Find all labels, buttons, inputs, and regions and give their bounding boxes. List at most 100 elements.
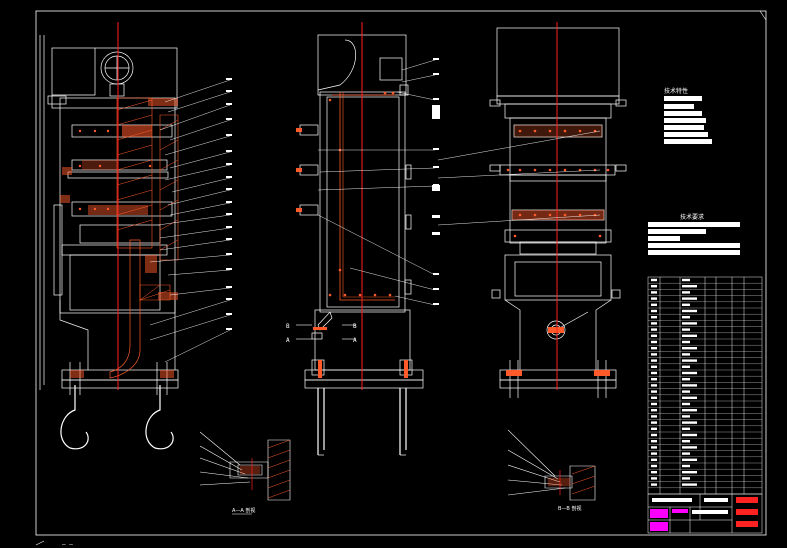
title-block-fills: [650, 497, 758, 531]
parts-row-text: [682, 353, 690, 356]
right-view-details: [506, 125, 610, 376]
parts-row-number: [651, 347, 657, 350]
parts-row-number: [651, 303, 657, 306]
tech-requirements-title: 技术要求: [680, 213, 704, 221]
left-leaders: [149, 79, 231, 363]
parts-row-number: [651, 402, 657, 406]
parts-row-text: [682, 421, 697, 424]
section-a-left: A: [286, 337, 290, 344]
parts-row-number: [651, 328, 657, 331]
parts-row-text: [682, 415, 690, 418]
parts-row-number: [651, 316, 657, 319]
parts-row-text: [682, 458, 697, 461]
parts-row-text: [682, 427, 690, 430]
parts-row-text: [682, 384, 697, 387]
parts-row-text: [682, 334, 697, 337]
detail-a-hatch: [239, 439, 291, 499]
origin-mark: [35, 540, 45, 546]
tech-requirements-text: [648, 222, 740, 255]
parts-row-text: [682, 396, 697, 399]
parts-row-number: [651, 483, 657, 486]
parts-row-number: [651, 415, 657, 418]
parts-row-text: [682, 297, 697, 300]
parts-row-text: [682, 359, 697, 362]
parts-row-number: [651, 309, 657, 313]
parts-row-number: [651, 458, 657, 461]
parts-row-number: [651, 396, 657, 399]
parts-row-text: [682, 452, 690, 455]
section-b-left: B: [286, 323, 290, 330]
parts-row-number: [651, 371, 657, 375]
parts-row-number: [651, 421, 657, 424]
parts-row-text: [682, 278, 690, 282]
detail-b-hatch: [547, 465, 596, 495]
parts-row-number: [651, 340, 657, 344]
parts-row-text: [682, 291, 690, 294]
middle-leader-tags: [432, 58, 440, 305]
parts-row-text: [682, 328, 690, 331]
parts-row-number: [651, 452, 657, 455]
parts-row-text: [682, 483, 697, 486]
parts-row-text: [682, 378, 690, 381]
parts-row-number: [651, 297, 657, 300]
parts-row-number: [651, 285, 657, 288]
right-leaders: [437, 130, 601, 226]
middle-view-details: [296, 91, 408, 378]
parts-row-number: [651, 291, 657, 294]
parts-row-number: [651, 365, 657, 368]
section-a-right: A: [353, 337, 357, 344]
parts-row-number: [651, 464, 657, 468]
parts-row-number: [651, 378, 657, 381]
parts-row-text: [682, 477, 690, 480]
left-view: [39, 35, 179, 450]
parts-row-text: [682, 440, 690, 443]
parts-row-number: [651, 322, 657, 325]
parts-list-table: [647, 276, 763, 495]
drawing-border: [35, 10, 767, 536]
parts-row-text: [682, 409, 697, 412]
parts-row-number: [651, 384, 657, 387]
parts-row-number: [651, 334, 657, 337]
parts-row-text: [682, 340, 690, 344]
parts-row-number: [651, 440, 657, 443]
parts-row-text: [682, 309, 697, 313]
parts-row-text: [682, 285, 697, 288]
parts-row-text: [682, 365, 690, 368]
parts-row-number: [651, 278, 657, 282]
left-leader-tags: [226, 78, 232, 330]
tech-characteristics-title: 技术特性: [664, 87, 688, 95]
border-corner-mark: [759, 10, 767, 21]
parts-row-text: [682, 471, 697, 474]
detail-b-caption: B—B 剖视: [558, 505, 581, 512]
parts-row-text: [682, 303, 690, 306]
parts-row-number: [651, 359, 657, 362]
middle-leaders: [317, 59, 436, 306]
right-view: [489, 27, 627, 398]
parts-row-text: [682, 322, 697, 325]
parts-row-text: [682, 347, 697, 350]
parts-row-number: [651, 390, 657, 393]
parts-list-rows: [648, 278, 762, 488]
detail-a-view: [199, 431, 291, 501]
section-b-right: B: [353, 323, 357, 330]
parts-row-text: [682, 316, 690, 319]
parts-row-number: [651, 446, 657, 449]
tech-characteristics-text: [664, 96, 712, 144]
section-markers: [296, 324, 356, 340]
parts-row-number: [651, 409, 657, 412]
parts-row-number: [651, 471, 657, 474]
origin-mark-label: — —: [62, 541, 73, 548]
title-block: [647, 493, 763, 534]
parts-row-number: [651, 353, 657, 356]
parts-row-number: [651, 477, 657, 480]
parts-row-text: [682, 433, 697, 437]
parts-row-number: [651, 427, 657, 430]
parts-row-text: [682, 390, 690, 393]
parts-row-text: [682, 464, 690, 468]
detail-b-view: [507, 429, 596, 501]
parts-row-text: [682, 371, 697, 375]
detail-a-caption: A—A 剖视: [232, 507, 255, 514]
parts-row-text: [682, 446, 697, 449]
parts-row-text: [682, 402, 690, 406]
